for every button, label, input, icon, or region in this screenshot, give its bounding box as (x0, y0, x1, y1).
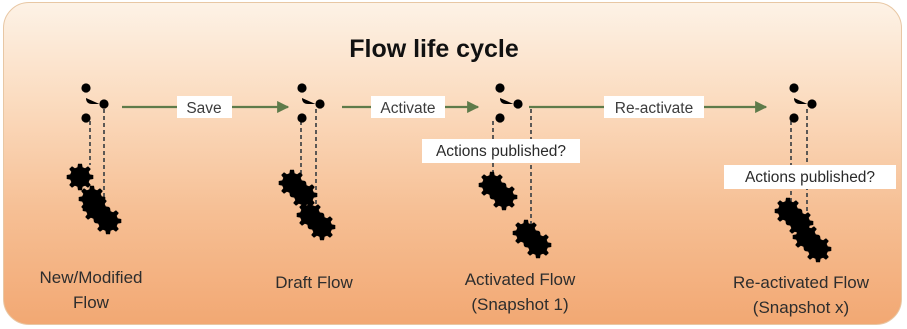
node-draft-flow: Draft Flow (275, 83, 353, 292)
flow-branch-icon (495, 83, 523, 123)
node-label-line-2: (Snapshot 1) (471, 295, 568, 314)
question-actions-published: Actions published? (745, 169, 875, 186)
flow-branch-icon (789, 83, 817, 123)
node-label-line-1: New/Modified (40, 268, 143, 287)
question-label-bg (724, 165, 896, 189)
node-reactivated-flow: Actions published? Re-activated Flow (Sn… (724, 83, 896, 317)
node-label-line-2: (Snapshot x) (753, 298, 849, 317)
transition-save: Save (122, 96, 290, 118)
diagram-title: Flow life cycle (349, 35, 519, 63)
node-activated-flow: Actions published? Activated Flow (Snaps… (422, 83, 580, 314)
flow-branch-icon (297, 83, 325, 123)
flow-lifecycle-diagram: Flow life cycle Save Activate Re-activat… (40, 35, 896, 317)
node-label-line-2: Flow (73, 293, 110, 312)
gear-icon (308, 213, 336, 241)
gear-icon (66, 163, 94, 191)
node-label-line-1: Activated Flow (465, 270, 576, 289)
transition-reactivate: Re-activate (529, 96, 768, 118)
gear-icon (804, 235, 832, 263)
node-new-modified-flow: New/Modified Flow (40, 83, 143, 312)
flow-lifecycle-panel: Flow life cycle Save Activate Re-activat… (3, 2, 902, 325)
node-label-line-1: Re-activated Flow (733, 273, 870, 292)
gear-icon (490, 183, 518, 211)
transition-save-label-bg (177, 96, 232, 118)
gear-icon (290, 181, 318, 209)
question-actions-published: Actions published? (436, 143, 566, 160)
transition-activate: Activate (342, 96, 480, 118)
transition-save-label: Save (186, 100, 221, 117)
node-label-line-1: Draft Flow (275, 273, 353, 292)
question-label-bg (422, 139, 580, 163)
gear-icon (524, 231, 552, 259)
transition-activate-label: Activate (380, 100, 435, 117)
transition-reactivate-label: Re-activate (615, 100, 693, 117)
transition-activate-label-bg (371, 96, 445, 118)
transition-reactivate-label-bg (604, 96, 704, 118)
gear-icon (94, 207, 122, 235)
